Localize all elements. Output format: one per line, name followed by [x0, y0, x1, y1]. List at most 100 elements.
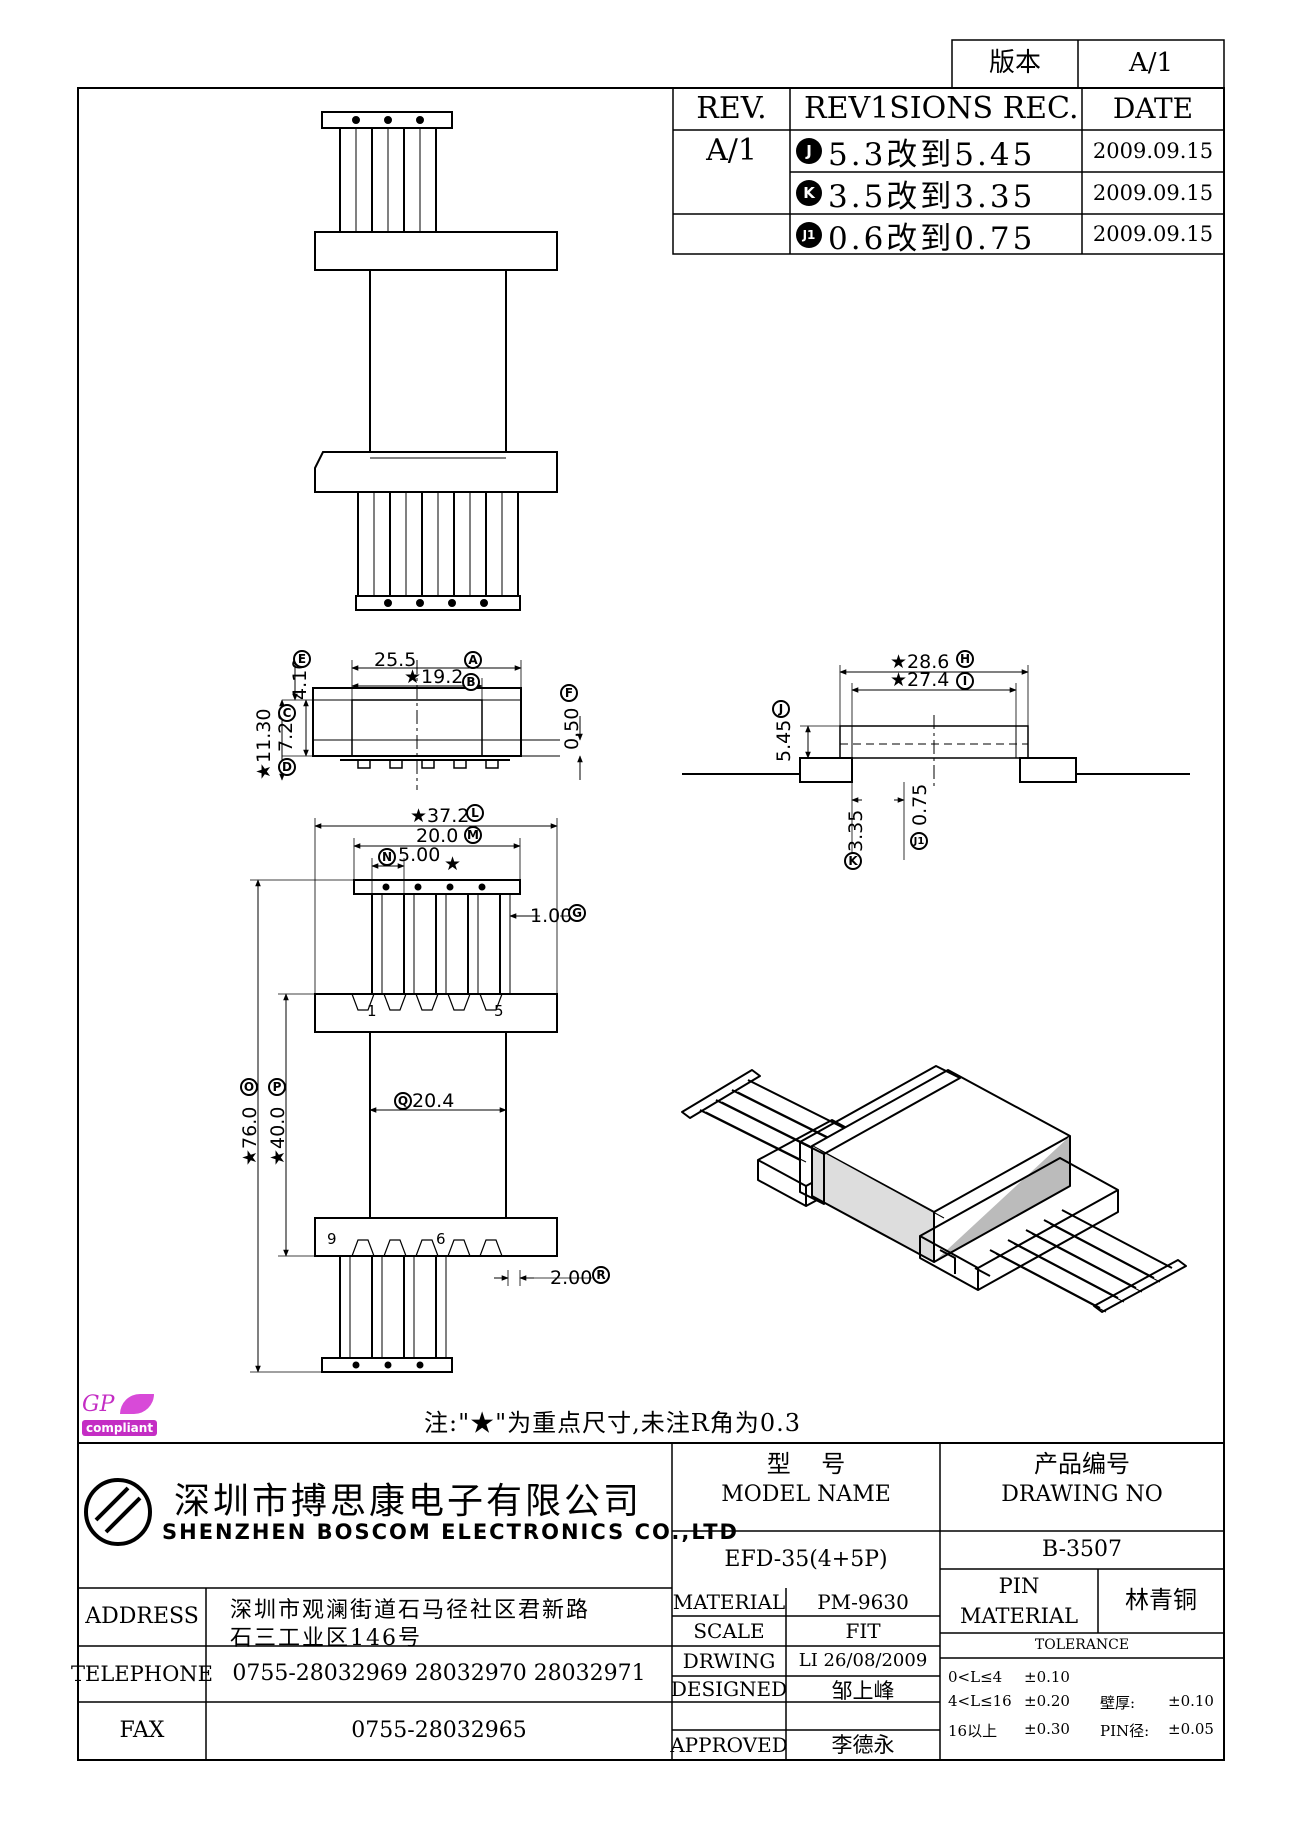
marker-k: K	[844, 852, 862, 870]
dim-o: ★76.0	[239, 1107, 261, 1166]
rev-marker: J1	[796, 222, 822, 248]
bottom-view-labels: ★37.2 20.0 5.00 ★ 1.00 20.4 ★76.0 ★40.0 …	[239, 805, 592, 1289]
dim-b: ★19.2	[404, 666, 463, 688]
marker-b: B	[462, 673, 480, 691]
tolerance-range: 0<L≤4	[948, 1668, 1003, 1686]
fax-value: 0755-28032965	[351, 1718, 527, 1744]
dim-d: ★11.30	[253, 709, 275, 780]
material-label: MATERIAL	[672, 1589, 786, 1614]
approved-value: 李德永	[831, 1732, 895, 1757]
marker-h: H	[956, 650, 974, 668]
version-value: A/1	[1128, 48, 1174, 79]
marker-o: O	[240, 1078, 258, 1096]
drwing-label: DRWING	[682, 1648, 776, 1673]
tolerance-value: ±0.20	[1024, 1692, 1070, 1710]
marker-g: G	[568, 904, 586, 922]
marker-d: D	[278, 758, 296, 776]
tolerance-table: 0<L≤4 ±0.10 4<L≤16 ±0.20 16以上 ±0.30 壁厚: …	[948, 1668, 1218, 1754]
rev-date: 2009.09.15	[1092, 180, 1214, 205]
telephone-label: TELEPHONE	[71, 1661, 213, 1686]
designed-label: DESIGNED	[670, 1676, 788, 1701]
drwing-value: LI 26/08/2009	[798, 1649, 928, 1671]
pin-diameter-label: PIN径:	[1100, 1722, 1150, 1740]
front-section-view	[279, 657, 583, 790]
marker-p: P	[268, 1078, 286, 1096]
rev-change-text: 0.6改到0.75	[828, 220, 1036, 257]
dim-a: 25.5	[374, 649, 416, 671]
pin-diameter-value: ±0.05	[1168, 1720, 1214, 1738]
rev-date: 2009.09.15	[1092, 221, 1214, 246]
dim-f: 0.50	[561, 708, 583, 750]
company-name-cn: 深圳市搏思康电子有限公司	[174, 1481, 643, 1522]
rev-marker: J	[796, 138, 822, 164]
pin-label-1: 1	[367, 1002, 377, 1020]
tolerance-value: ±0.10	[1024, 1668, 1070, 1686]
marker-c: C	[278, 704, 296, 722]
side-view	[682, 665, 1190, 860]
dim-i: ★27.4	[890, 669, 949, 691]
marker-m: M	[464, 826, 482, 844]
marker-j1: J1	[910, 832, 928, 850]
marker-l: L	[466, 804, 484, 822]
dim-j1: 0.75	[909, 784, 931, 826]
revision-row: J 5.3改到5.45	[796, 137, 1035, 173]
dim-k: 3.35	[845, 810, 867, 852]
pin-label-6: 6	[436, 1230, 446, 1248]
model-label-en: MODEL NAME	[721, 1482, 891, 1508]
marker-r: R	[592, 1266, 610, 1284]
revisions-rec-header: REV1SIONS REC.	[804, 90, 1079, 126]
scale-value: FIT	[845, 1618, 881, 1643]
drawing-label-cn: 产品编号	[1034, 1450, 1130, 1479]
tolerance-range: 16以上	[948, 1722, 998, 1740]
leaf-icon	[120, 1394, 154, 1414]
company-logo	[84, 1478, 152, 1546]
marker-q: Q	[394, 1092, 412, 1110]
company-name-en: SHENZHEN BOSCOM ELECTRONICS CO.,LTD	[162, 1520, 739, 1544]
dim-j: 5.45	[773, 720, 795, 762]
rev-change-text: 3.5改到3.35	[828, 178, 1036, 215]
rev-change-text: 5.3改到5.45	[828, 136, 1036, 173]
marker-i: I	[956, 672, 974, 690]
rev-date: 2009.09.15	[1092, 138, 1214, 163]
approved-label: APPROVED	[670, 1732, 788, 1757]
revision-row: J1 0.6改到0.75	[796, 221, 1035, 257]
version-label: 版本	[988, 48, 1041, 79]
drawing-label-en: DRAWING NO	[1001, 1482, 1163, 1508]
revision-row: K 3.5改到3.35	[796, 179, 1035, 215]
tolerance-title: TOLERANCE	[1034, 1637, 1130, 1654]
drawing-note: 注:"★"为重点尺寸,未注R角为0.3	[424, 1409, 802, 1437]
marker-j: J	[772, 700, 790, 718]
dim-g: 1.00	[530, 905, 572, 927]
isometric-view	[681, 1065, 1187, 1313]
pin-material-label: MATERIAL	[959, 1603, 1079, 1628]
wall-thickness-value: ±0.10	[1168, 1692, 1214, 1710]
dim-p: ★40.0	[267, 1107, 289, 1166]
scale-label: SCALE	[693, 1618, 765, 1643]
tolerance-range: 4<L≤16	[948, 1692, 1012, 1710]
dim-e: 4.10	[289, 658, 311, 700]
marker-f: F	[560, 684, 578, 702]
address-line2: 石三工业区146号	[230, 1626, 422, 1651]
designed-value: 邹上峰	[831, 1678, 895, 1703]
marker-e: E	[293, 650, 311, 668]
side-view-labels: ★28.6 ★27.4 5.45 3.35 0.75	[773, 651, 949, 852]
revision-rows: J 5.3改到5.45 K 3.5改到3.35 J1 0.6改到0.75	[790, 130, 1082, 257]
marker-a: A	[464, 651, 482, 669]
drawing-number: B-3507	[1042, 1537, 1122, 1563]
pin-label: PIN	[998, 1573, 1040, 1598]
tolerance-value: ±0.30	[1024, 1720, 1070, 1738]
top-view	[314, 111, 558, 611]
dim-h: ★28.6	[890, 651, 949, 673]
telephone-value: 0755-28032969 28032970 28032971	[232, 1661, 646, 1687]
fax-label: FAX	[119, 1718, 165, 1744]
material-value: PM-9630	[817, 1589, 909, 1614]
technical-drawing: 25.5 ★19.2 4.10 7.20 ★11.30 0.50 ★28.6 ★…	[239, 111, 1190, 1373]
date-header: DATE	[1112, 91, 1194, 125]
dim-l: ★37.2	[410, 805, 469, 827]
rev-id: A/1	[706, 132, 757, 168]
pin-label-5: 5	[494, 1002, 504, 1020]
dim-q: 20.4	[412, 1090, 454, 1112]
model-value: EFD-35(4+5P)	[724, 1546, 888, 1572]
address-label: ADDRESS	[85, 1604, 199, 1630]
